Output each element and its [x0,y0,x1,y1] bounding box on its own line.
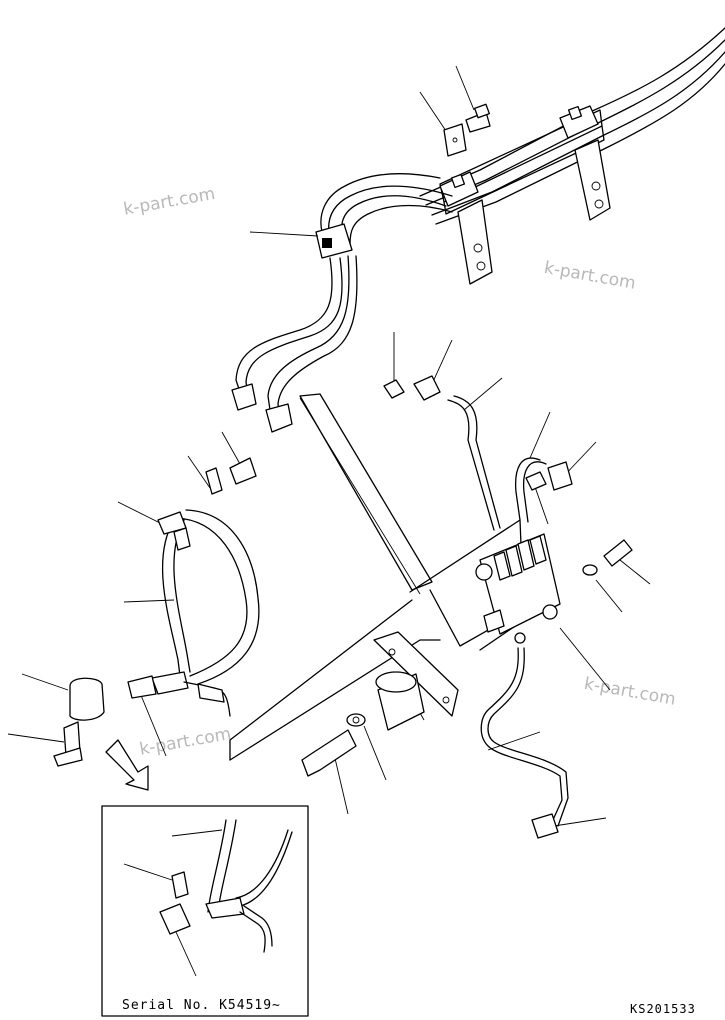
cap-icon [69,677,105,721]
elbow-fitting-icon [413,375,441,401]
serial-inset [101,805,309,1017]
top-fasteners [383,103,573,531]
serial-caption: Serial No. K54519~ [122,998,281,1013]
bolt-icon [301,729,357,777]
drawing-code: KS201533 [630,1002,696,1016]
plate-icon [443,123,467,157]
nut-icon [383,379,405,399]
nut-icon [127,675,157,699]
fitting-icon [171,871,189,899]
bolt-icon [229,457,257,485]
arrow-icon [105,739,149,791]
mounting-bracket [229,599,459,777]
distribution-valve [299,393,633,839]
bolt-icon [603,539,633,567]
nut-icon [547,461,573,491]
leader-lines [7,65,651,827]
elbow-fitting-icon [531,813,559,839]
left-hose-assembly [53,457,260,791]
nut-icon [483,609,505,633]
elbow-fitting-icon [159,903,191,935]
upper-pipe-assembly [231,27,725,433]
washer-icon [205,467,223,495]
